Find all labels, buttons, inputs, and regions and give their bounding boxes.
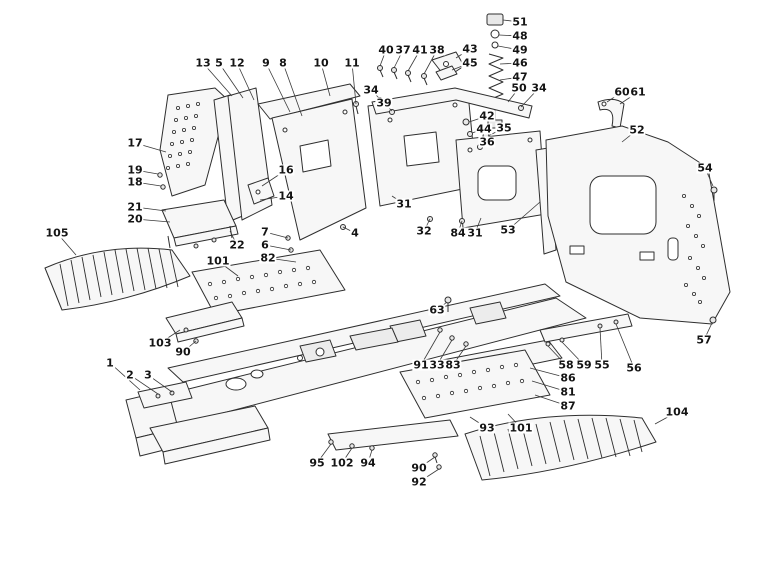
seat-tray (162, 200, 238, 249)
left-footrest (45, 248, 190, 310)
side-panel (456, 131, 556, 254)
right-footrest (465, 415, 656, 480)
left-foot-plate (166, 250, 345, 344)
rear-panel (546, 126, 730, 324)
dash-plates (214, 84, 366, 265)
chassis-frame (126, 284, 632, 464)
